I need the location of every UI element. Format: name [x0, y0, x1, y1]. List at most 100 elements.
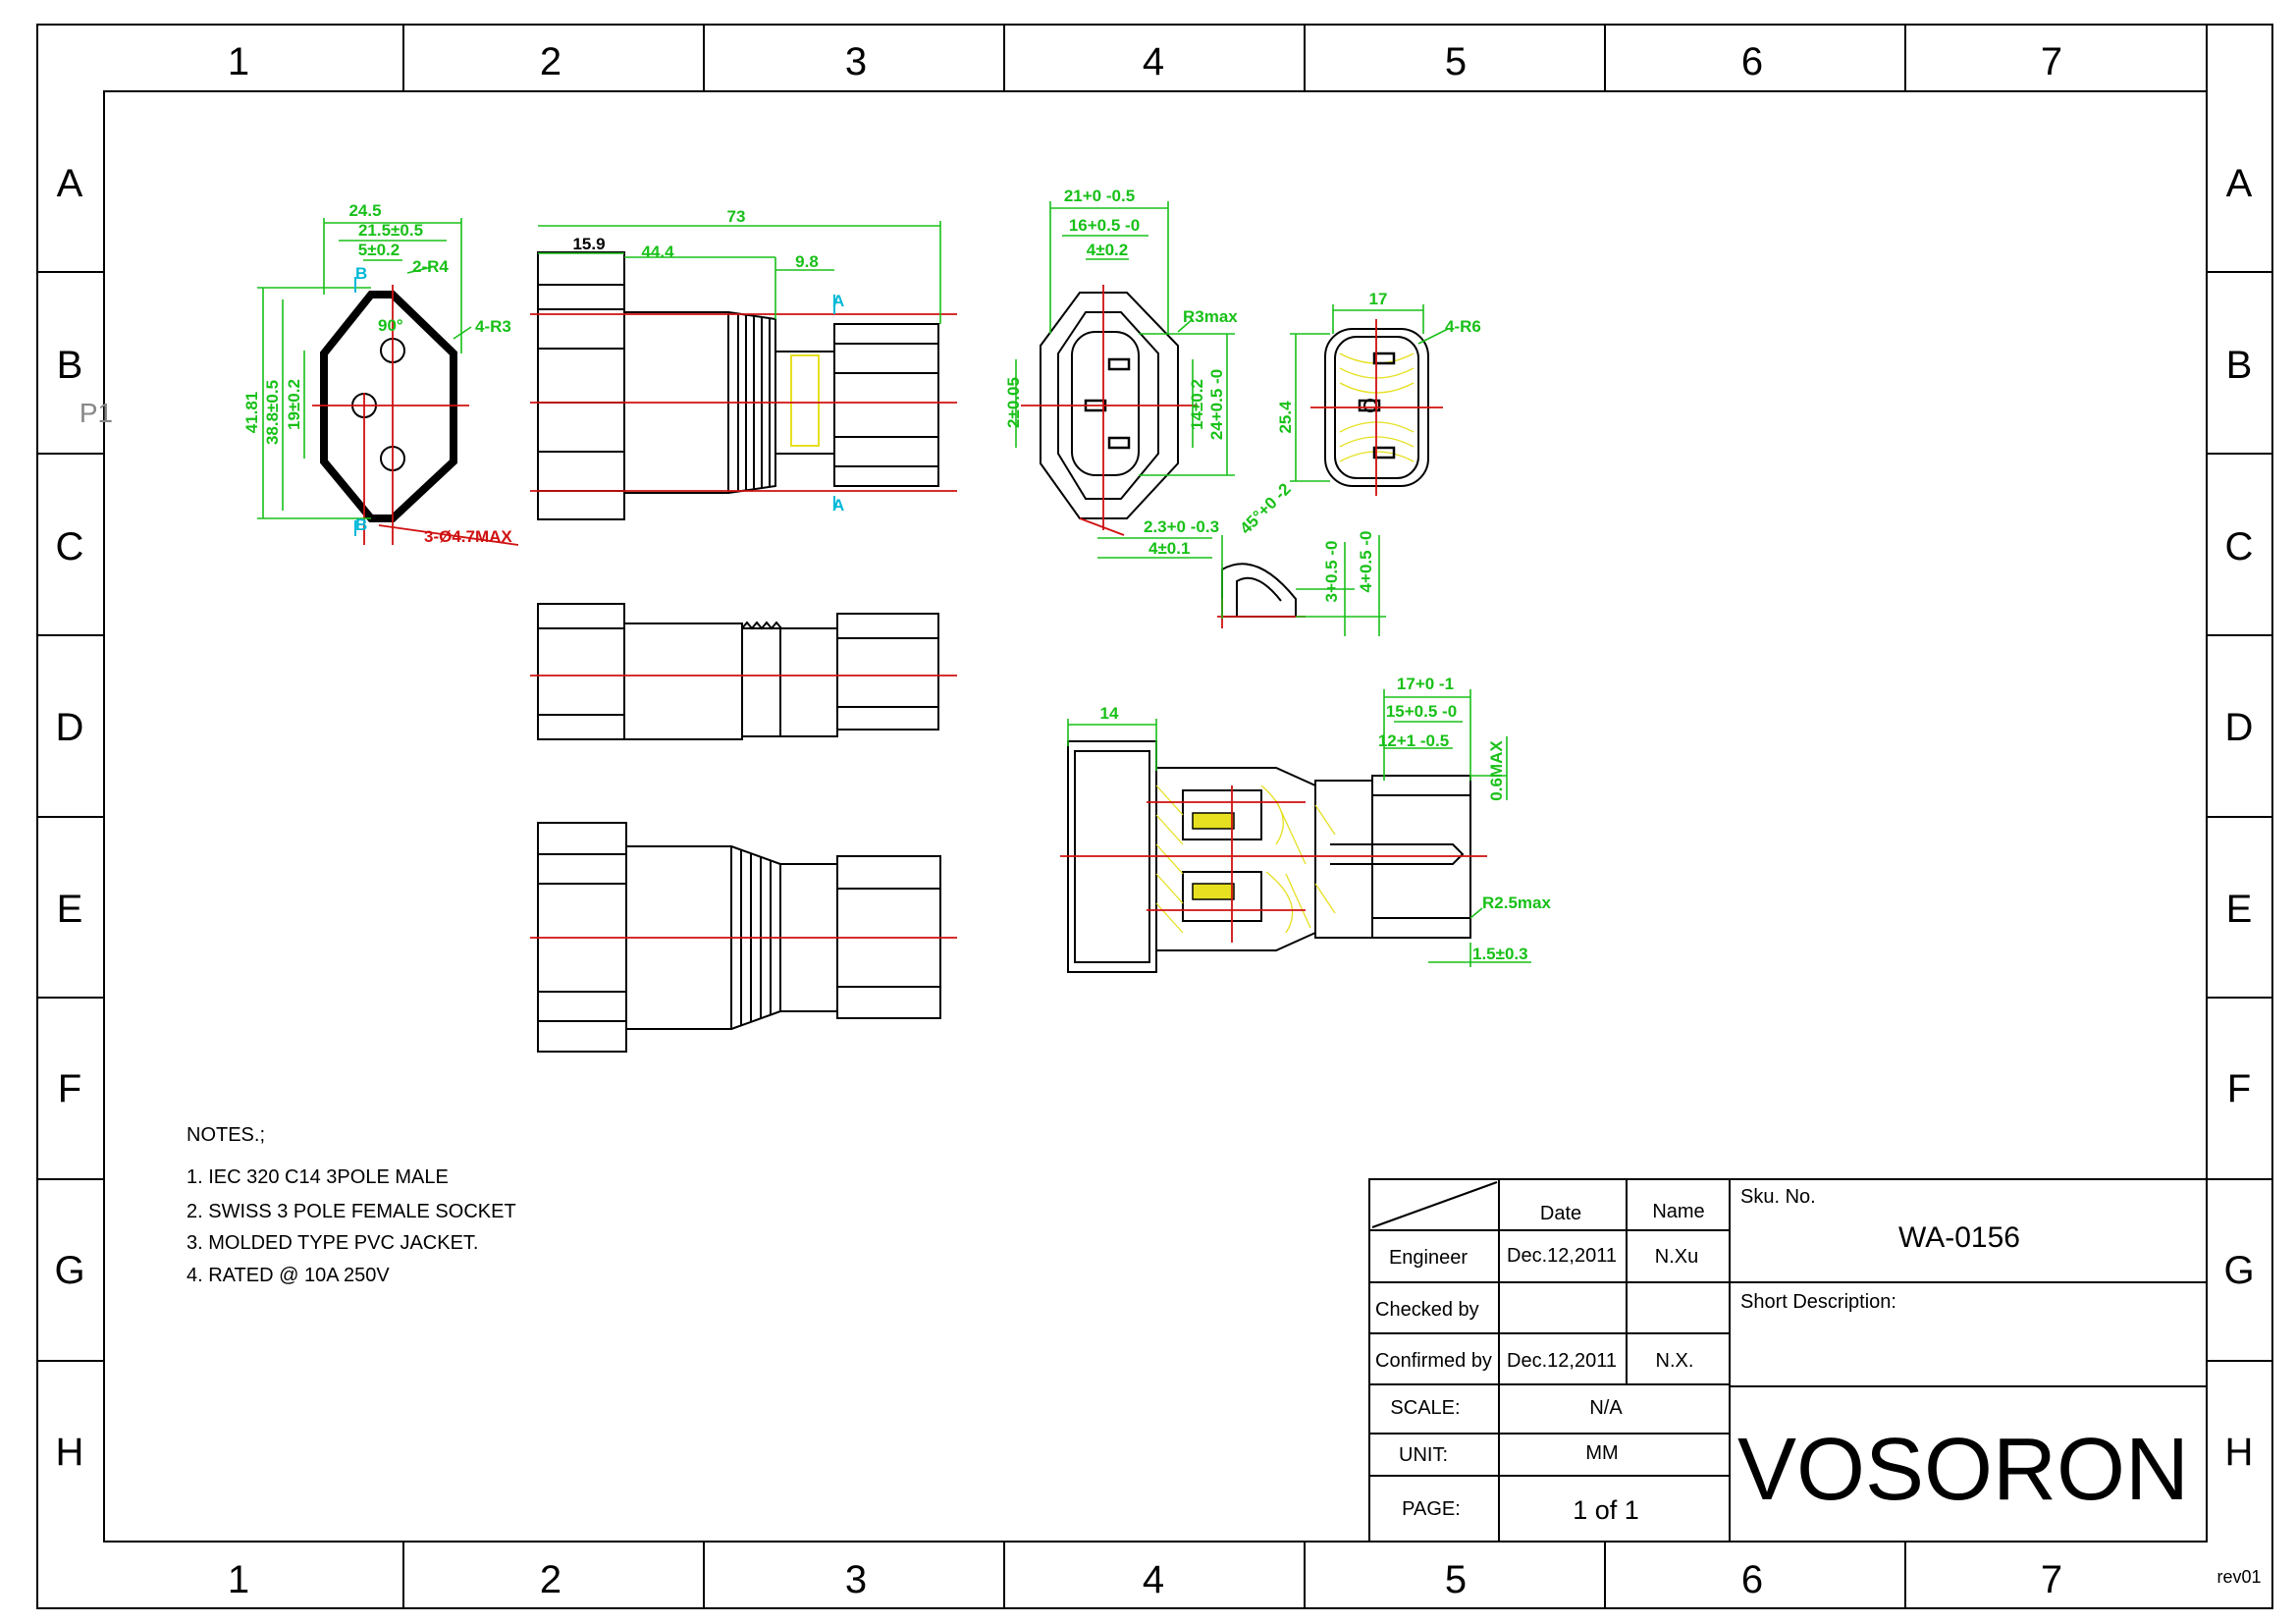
row-label: B [2226, 344, 2253, 387]
row-label: G [54, 1249, 84, 1292]
confirmed-name: N.X. [1656, 1350, 1694, 1372]
column-label: 6 [1741, 40, 1763, 83]
dimension-label: 4±0.2 [1087, 241, 1128, 259]
column-label: 4 [1143, 40, 1164, 83]
sku-label: Sku. No. [1740, 1186, 1816, 1208]
row-label: A [2226, 162, 2253, 205]
dimension-label: 0.6MAX [1487, 740, 1506, 801]
row-dividers [37, 271, 2272, 1362]
row-label: E [57, 888, 83, 931]
row-label: G [2223, 1249, 2254, 1292]
note-item: 3. MOLDED TYPE PVC JACKET. [187, 1232, 479, 1254]
column-label: 6 [1741, 1558, 1763, 1601]
side-view-top: 73 15.9 44.4 9.8 A A [530, 207, 957, 520]
company-logo: VOSORON [1737, 1421, 2189, 1519]
engineer-name: N.Xu [1655, 1246, 1698, 1268]
dimension-label: 1.5±0.3 [1472, 945, 1528, 963]
column-label: 1 [228, 1558, 249, 1601]
dimension-label: 41.81 [242, 392, 261, 434]
column-labels-top: 1 2 3 4 5 6 7 [228, 40, 2062, 83]
column-label: 2 [540, 1558, 561, 1601]
row-label: B [57, 344, 83, 387]
note-item: 4. RATED @ 10A 250V [187, 1265, 390, 1286]
note-item: 2. SWISS 3 POLE FEMALE SOCKET [187, 1201, 516, 1222]
page-value: 1 of 1 [1573, 1495, 1639, 1525]
dimension-label: 17+0 -1 [1397, 675, 1454, 693]
dimension-label: 4+0.5 -0 [1357, 531, 1375, 593]
unit-value: MM [1585, 1442, 1618, 1464]
plug-back-view: 17 4-R6 25.4 [1276, 290, 1481, 496]
section-mark: A [832, 496, 844, 514]
dimension-label: 90° [378, 316, 403, 335]
engineer-label: Engineer [1389, 1247, 1468, 1269]
dimension-label: 12+1 -0.5 [1378, 731, 1449, 750]
dimension-label: 44.4 [641, 243, 674, 261]
section-view: 14 17+0 -1 15+0.5 -0 12+1 -0.5 0.6MAX R2… [1060, 675, 1551, 973]
row-label: C [2225, 525, 2254, 568]
column-dividers [402, 25, 2208, 1608]
dimension-label: 45°+0 -2 [1236, 479, 1294, 537]
dimension-label: 17 [1369, 290, 1388, 308]
dimension-label: 14 [1100, 704, 1119, 723]
front-view: 24.5 21.5±0.5 5±0.2 2-R4 4-R3 90° 41.81 … [242, 201, 519, 546]
sku-value: WA-0156 [1898, 1221, 2020, 1254]
row-label: D [2225, 706, 2254, 749]
short-description-label: Short Description: [1740, 1291, 1896, 1313]
column-label: 7 [2041, 1558, 2062, 1601]
dimension-label: 4-R3 [475, 317, 511, 336]
dimension-label: R3max [1183, 307, 1238, 326]
row-labels-left: A B C D E F G H [54, 162, 84, 1474]
row-label: D [56, 706, 84, 749]
scale-value: N/A [1589, 1397, 1623, 1419]
side-view-bottom [530, 822, 957, 1053]
scale-label: SCALE: [1390, 1397, 1460, 1419]
section-mark: B [355, 264, 367, 283]
column-label: 1 [228, 40, 249, 83]
dimension-label: 4-R6 [1445, 317, 1481, 336]
title-block: Date Name Engineer Dec.12,2011 N.Xu Chec… [1368, 1178, 2208, 1543]
side-view-middle [530, 603, 957, 740]
outer-frame [36, 24, 2273, 1609]
section-mark: A [832, 292, 844, 310]
column-label: 3 [845, 40, 867, 83]
row-label: H [56, 1431, 84, 1474]
column-label: 4 [1143, 1558, 1164, 1601]
row-label: H [2225, 1431, 2254, 1474]
pin-detail-view: 45°+0 -2 3+0.5 -0 4+0.5 -0 [1217, 479, 1386, 636]
column-label: 5 [1445, 1558, 1467, 1601]
column-label: 7 [2041, 40, 2062, 83]
dimension-label: 16+0.5 -0 [1069, 216, 1140, 235]
dimension-label: 21.5±0.5 [358, 221, 423, 240]
dimension-label: 2±0.05 [1004, 377, 1023, 428]
dimension-label: 38.8±0.5 [263, 380, 282, 445]
row-label: C [56, 525, 84, 568]
confirmed-date: Dec.12,2011 [1507, 1350, 1617, 1372]
revision-label: rev01 [2216, 1567, 2261, 1587]
dimension-label: R2.5max [1482, 893, 1551, 912]
dimension-label: 25.4 [1276, 401, 1295, 434]
column-labels-bottom: 1 2 3 4 5 6 7 [228, 1558, 2062, 1601]
column-label: 2 [540, 40, 561, 83]
column-label: 5 [1445, 40, 1467, 83]
dimension-label: 3+0.5 -0 [1322, 541, 1341, 603]
page-marker: P1 [80, 398, 113, 428]
title-block-date-header: Date [1540, 1203, 1581, 1224]
engineer-date: Dec.12,2011 [1507, 1245, 1617, 1267]
dimension-label: 9.8 [795, 252, 819, 271]
page-label: PAGE: [1402, 1498, 1461, 1520]
dimension-label: 5±0.2 [358, 241, 400, 259]
notes-block: NOTES.; 1. IEC 320 C14 3POLE MALE 2. SWI… [187, 1124, 516, 1286]
confirmed-by-label: Confirmed by [1375, 1350, 1492, 1372]
dimension-label: 21+0 -0.5 [1064, 187, 1135, 205]
dimension-label: 2-R4 [412, 257, 449, 276]
dimension-label: 24+0.5 -0 [1207, 369, 1226, 440]
notes-heading: NOTES.; [187, 1124, 265, 1146]
unit-label: UNIT: [1399, 1444, 1448, 1466]
checked-by-label: Checked by [1375, 1299, 1479, 1321]
dimension-label: 14±0.2 [1188, 379, 1206, 430]
row-label: F [58, 1067, 81, 1110]
section-mark: B [355, 515, 367, 534]
dimension-label: 15+0.5 -0 [1386, 702, 1457, 721]
dimension-label: 24.5 [348, 201, 381, 220]
